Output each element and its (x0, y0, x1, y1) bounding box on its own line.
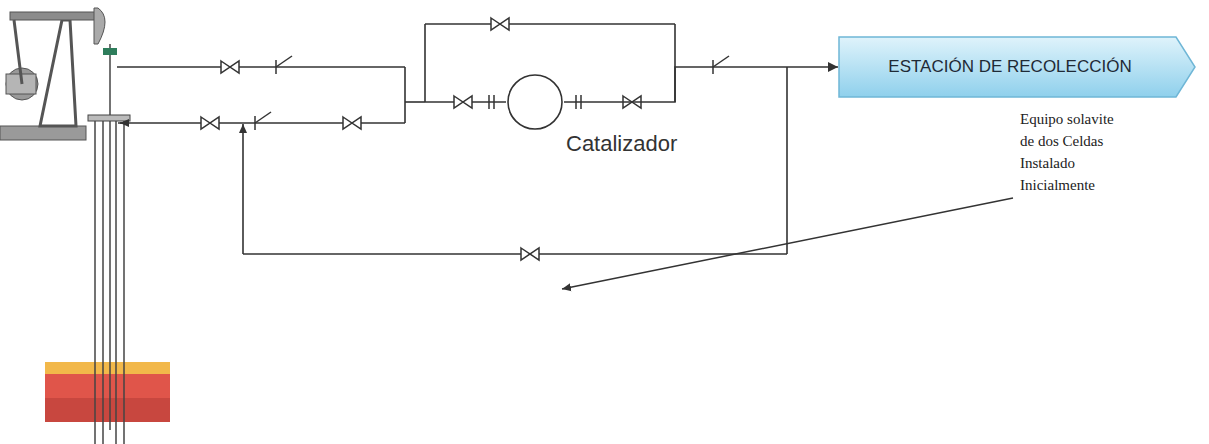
circle-outline (506, 73, 564, 131)
catalyst-circle: Catalizador (506, 73, 564, 131)
collection-station-band: ESTACIÓN DE RECOLECCIÓN (838, 36, 1196, 98)
flow-line (564, 67, 838, 102)
equipment-note: Equipo solavite de dos Celdas Instalado … (1020, 108, 1120, 196)
catalyst-label: Catalizador (566, 131, 677, 157)
station-label: ESTACIÓN DE RECOLECCIÓN (888, 57, 1131, 77)
